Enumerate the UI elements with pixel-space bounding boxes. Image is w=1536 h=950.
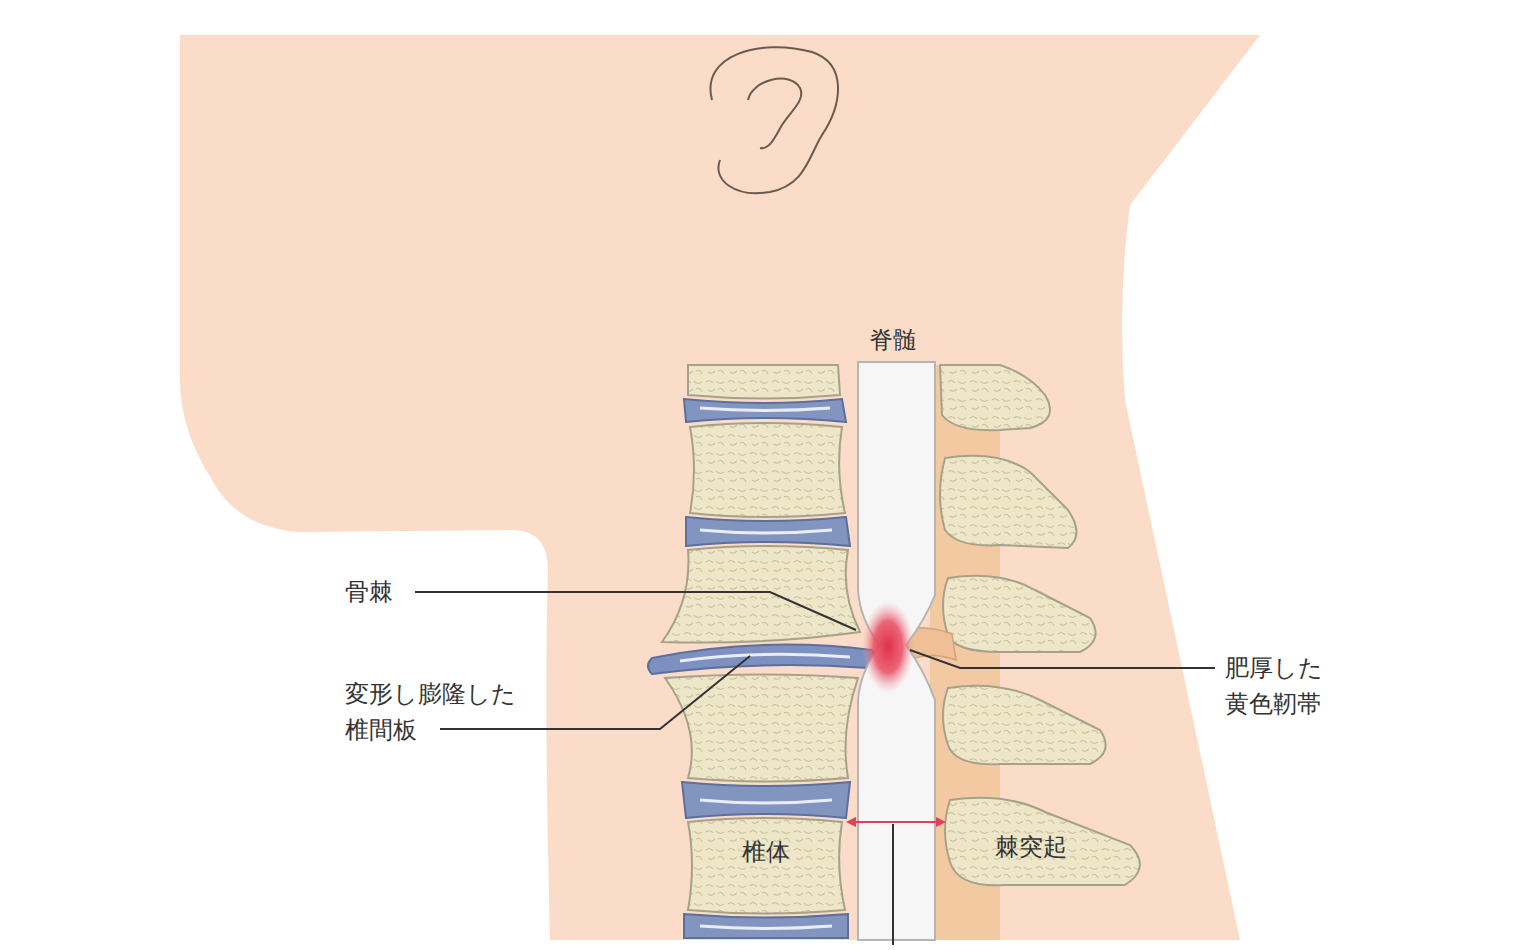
head-neck-silhouette (180, 35, 1260, 940)
spinous-process-label: 棘突起 (995, 829, 1067, 865)
disc-label: 変形し膨隆した 椎間板 (345, 676, 523, 748)
leader-lines (415, 592, 1215, 729)
vertebral-bodies (662, 365, 860, 914)
canal-width-arrow (846, 817, 946, 827)
vertebral-body-label: 椎体 (742, 834, 790, 870)
ear-outline (710, 47, 838, 193)
spinal-cord-label: 脊髄 (869, 322, 917, 358)
bone-spur-label: 骨棘 (345, 574, 393, 610)
intervertebral-discs (648, 399, 874, 938)
spinous-processes (940, 365, 1140, 885)
spinal-cord (858, 362, 935, 940)
compression-glow (862, 601, 914, 693)
leader-line (892, 824, 894, 945)
ligament-label: 肥厚した 黄色靭帯 (1225, 650, 1335, 722)
